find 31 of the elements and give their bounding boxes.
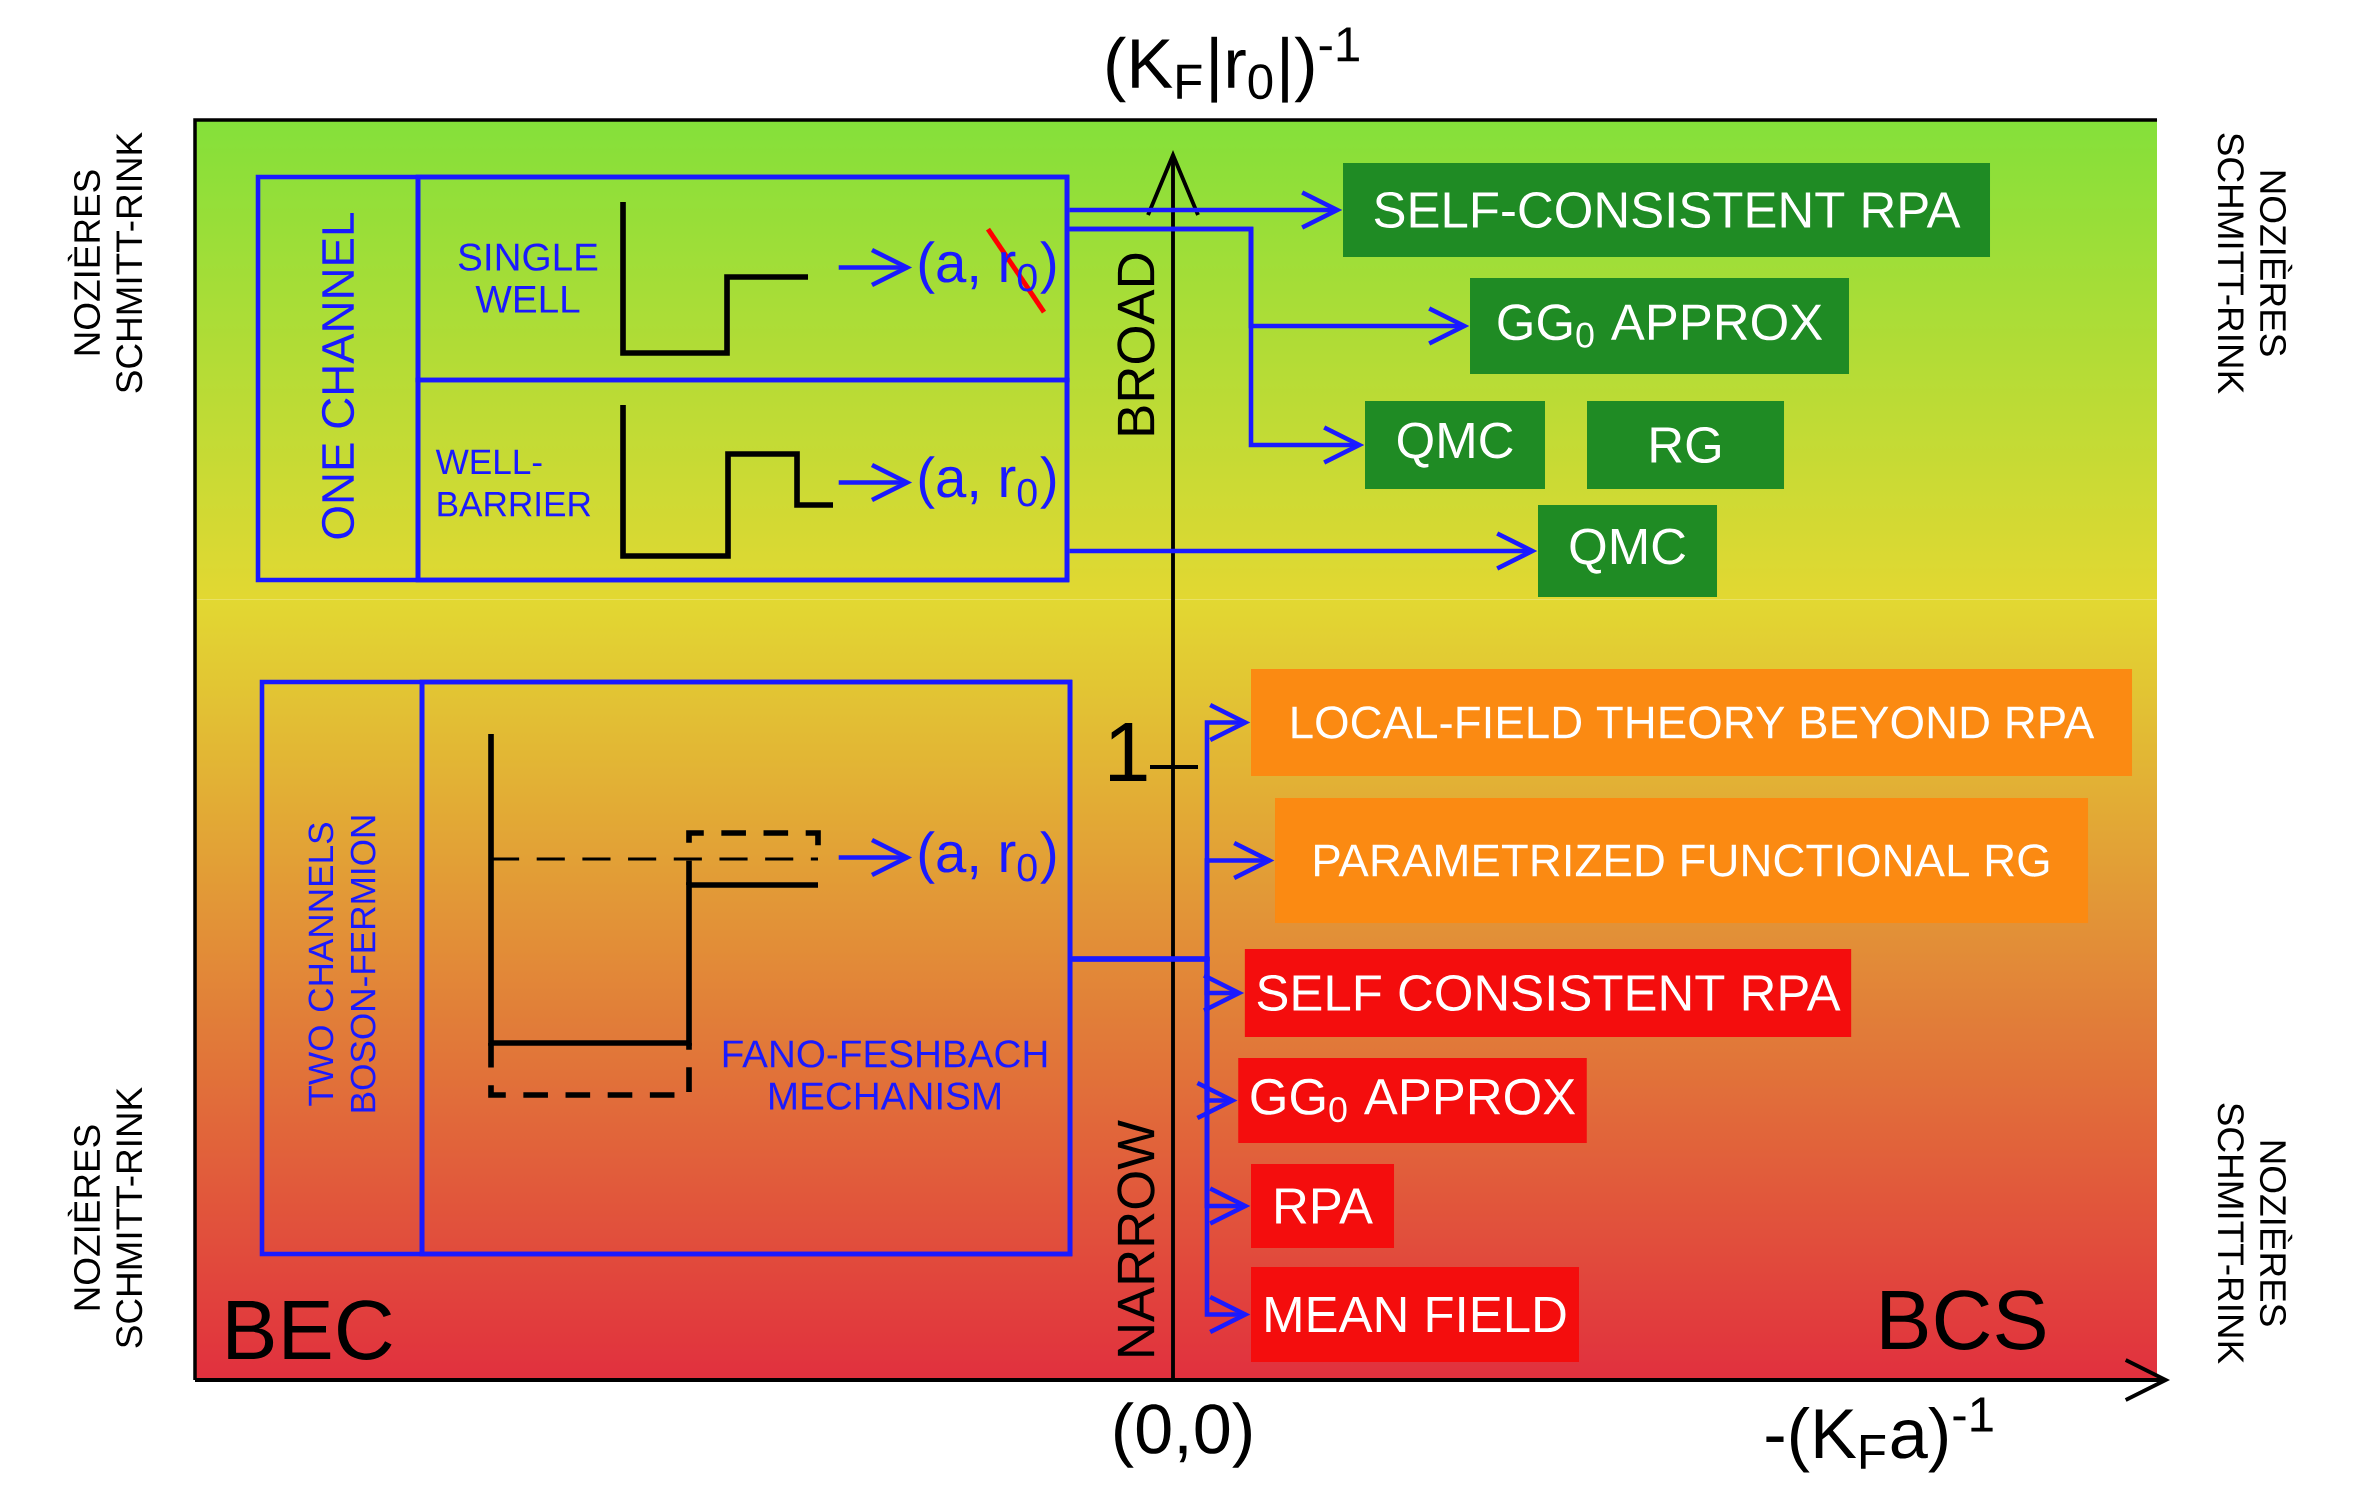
origin-label: (0,0): [1115, 1402, 1251, 1468]
method-box: QMC: [1365, 401, 1545, 489]
side-note: NOZIÈRES SCHMITT-RINK: [2217, 1103, 2293, 1364]
method-box: GG$_{0}$ APPROX: [1238, 1058, 1587, 1143]
method-box: SELF CONSISTENT RPA: [1244, 949, 1852, 1037]
axis-label: -(K$_{F}$a)$^{-1}$: [1766, 1397, 1993, 1473]
regime-label: BROAD: [1117, 253, 1155, 435]
arrow: [1072, 956, 1251, 1335]
side-note: NOZIÈRES SCHMITT-RINK: [2217, 133, 2293, 394]
regime-label: BEC: [228, 1300, 392, 1360]
method-box: GG$_{0}$ APPROX: [1470, 278, 1849, 374]
method-box: SELF-CONSISTENT RPA: [1343, 163, 1990, 257]
parameter-text: (a, r$_{0}$): [919, 456, 1056, 509]
method-box: RG: [1587, 401, 1784, 489]
tick-label: 1: [1110, 723, 1147, 782]
arrow: [1069, 226, 1365, 465]
regime-label: BCS: [1882, 1290, 2045, 1350]
arrow: [1069, 531, 1538, 571]
potential-drawing: [620, 202, 808, 356]
axis-label: (K$_{F}$|r$_{0}$|)$^{-1}$: [1107, 27, 1359, 103]
method-box: RPA: [1251, 1164, 1394, 1248]
side-note: NOZIÈRES SCHMITT-RINK: [67, 132, 143, 393]
regime-label: NARROW: [1117, 1120, 1155, 1356]
potential-drawing: [620, 405, 833, 559]
parameter-text: (a, r$_{0}$): [919, 831, 1056, 884]
method-box: LOCAL-FIELD THEORY BEYOND RPA: [1251, 669, 2132, 776]
arrow: [1069, 190, 1343, 230]
method-box: QMC: [1538, 505, 1717, 597]
side-note: NOZIÈRES SCHMITT-RINK: [67, 1087, 143, 1348]
method-box: MEAN FIELD: [1251, 1267, 1579, 1362]
method-box: PARAMETRIZED FUNCTIONAL RG: [1275, 798, 2088, 923]
